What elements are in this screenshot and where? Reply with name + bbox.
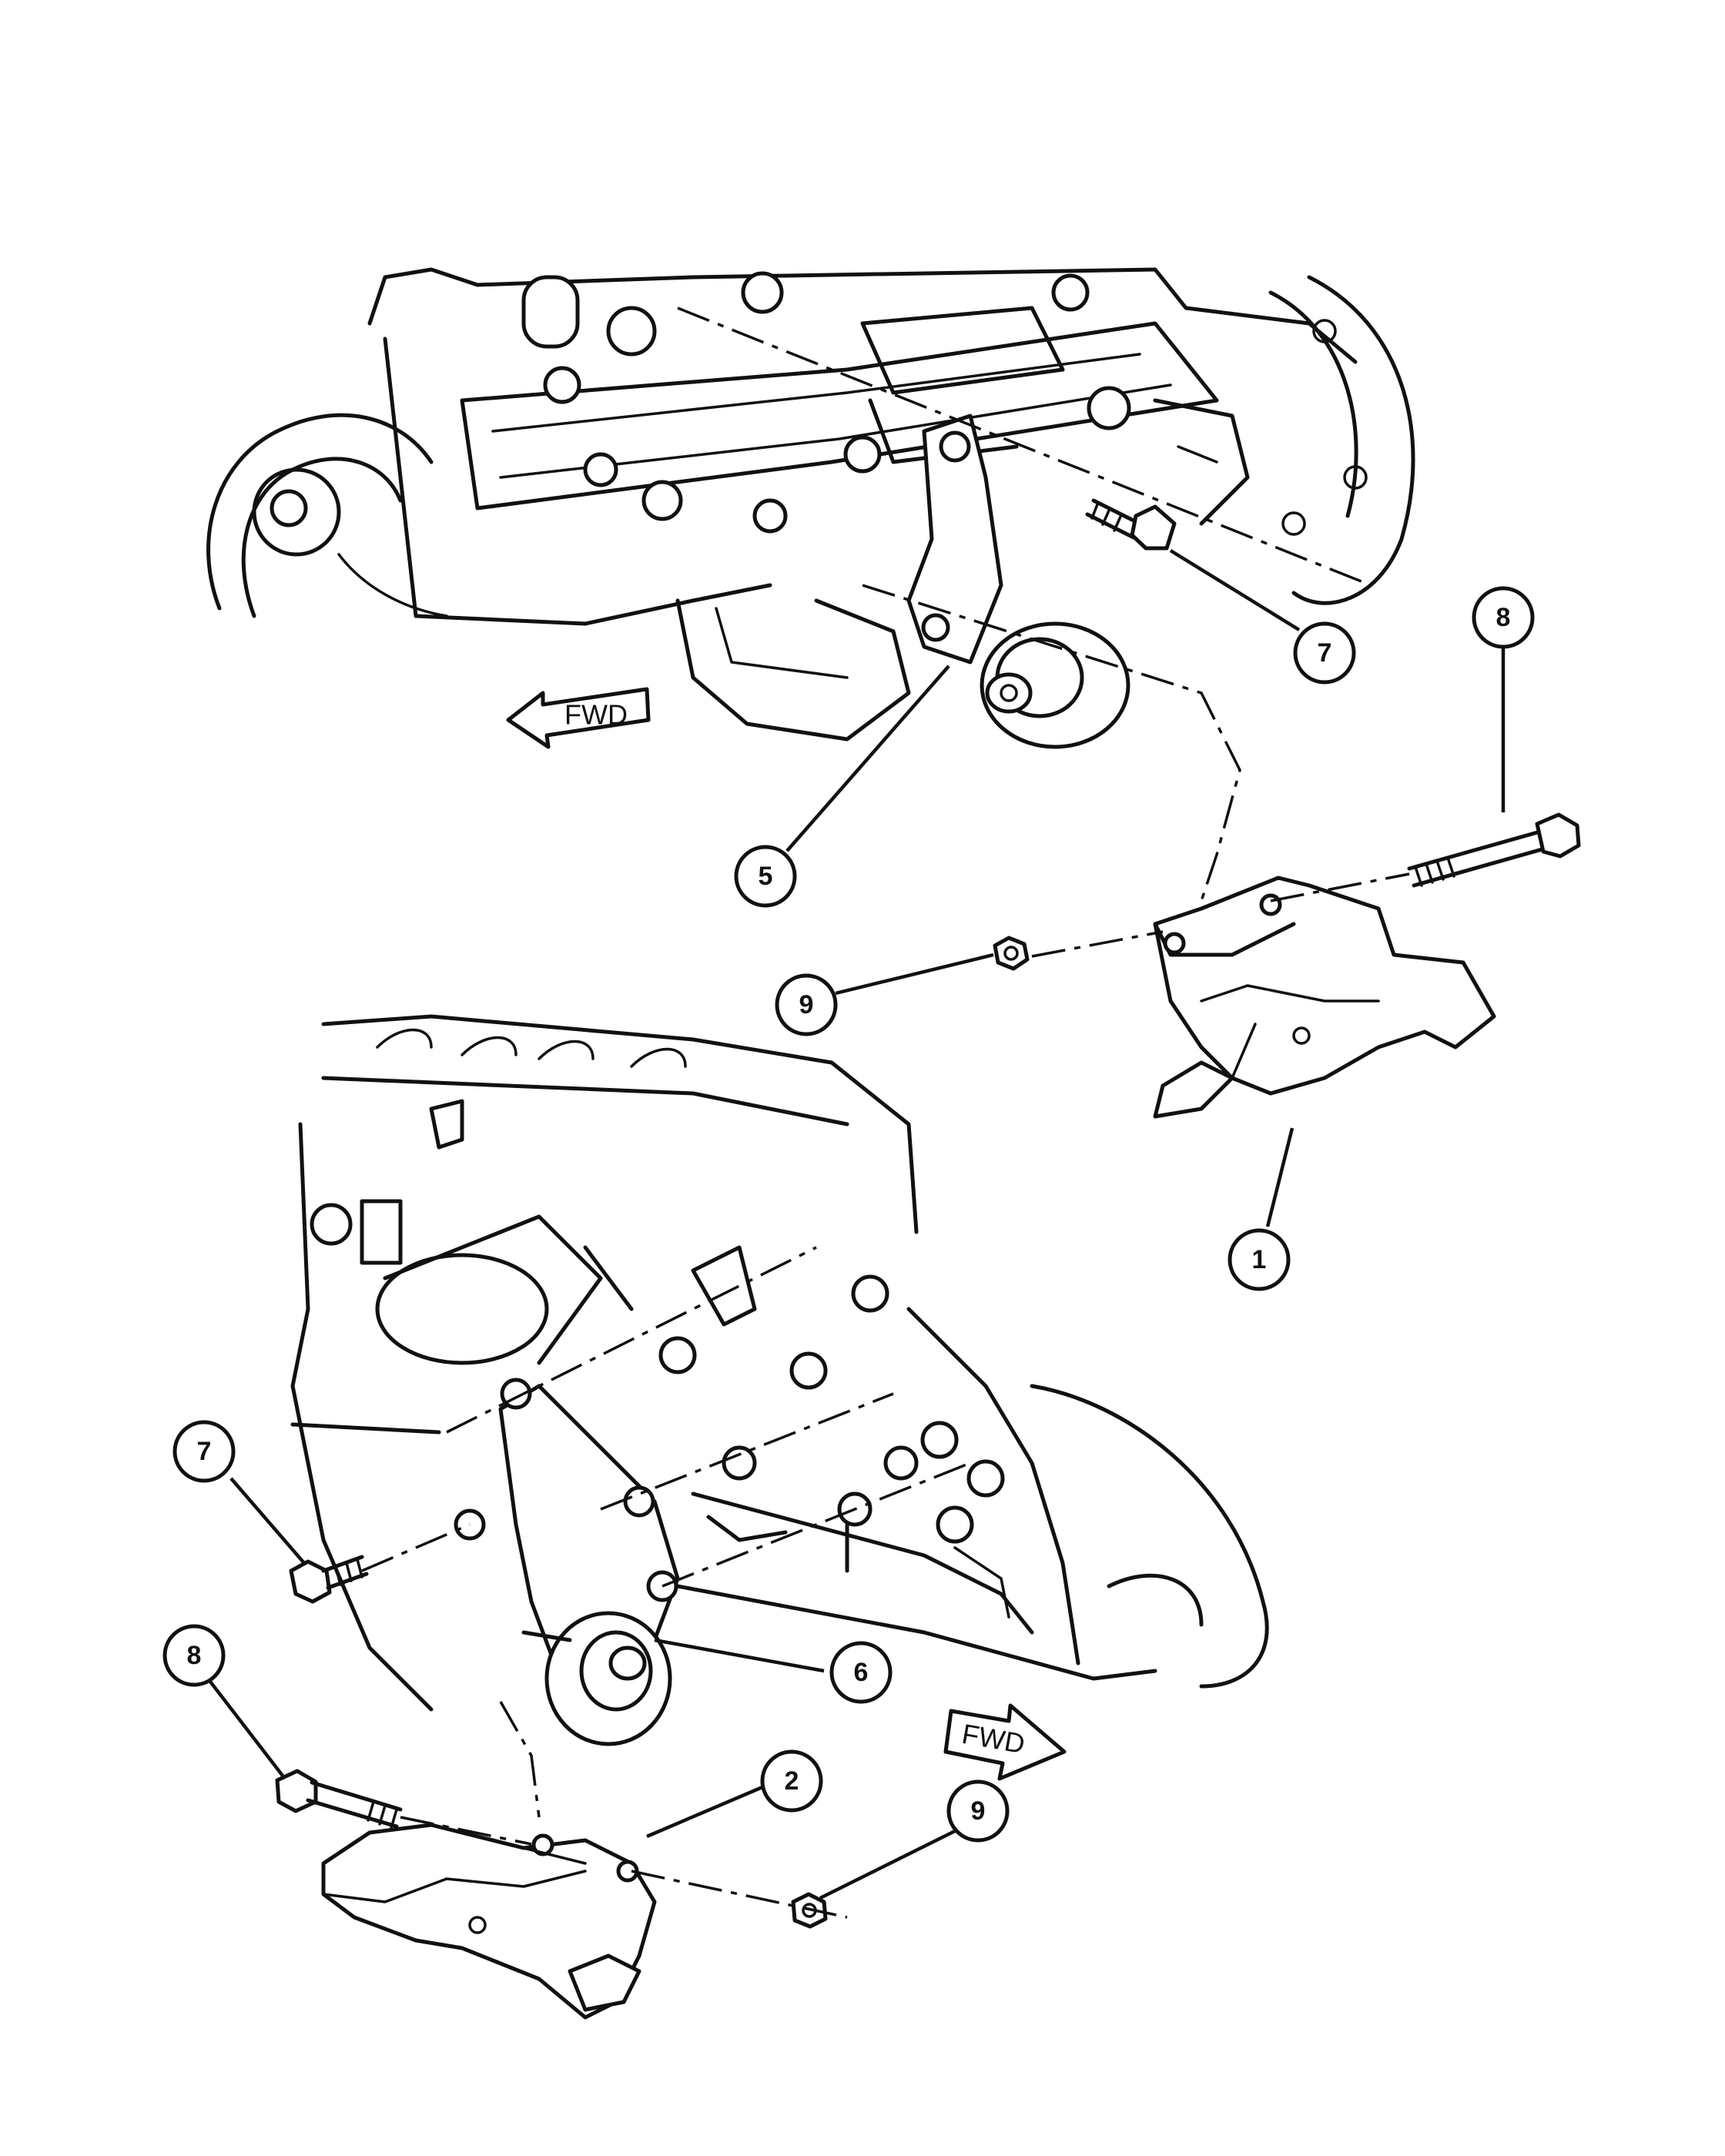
fwd-arrow-lower: FWD	[943, 1703, 1067, 1781]
callout-7-upper-label: 7	[1318, 638, 1332, 668]
lower-mount-bracket	[321, 1823, 657, 2020]
callout-9-lower-label: 9	[971, 1796, 986, 1826]
callout-6: 6	[829, 1641, 893, 1704]
callout-5-label: 5	[759, 862, 773, 891]
callout-7-lower: 7	[172, 1420, 236, 1483]
callout-9-lower: 9	[946, 1779, 1010, 1843]
lower-engine-block	[290, 1014, 1269, 1712]
callout-7-upper: 7	[1293, 621, 1356, 685]
upper-engine-block	[206, 267, 1415, 742]
upper-engine-mount-insulator	[906, 413, 1130, 749]
lower-through-bolt	[275, 1769, 403, 1830]
callout-8-upper-label: 8	[1496, 603, 1511, 632]
lower-engine-mount-insulator	[454, 1378, 680, 1746]
callout-1: 1	[1228, 1228, 1291, 1291]
callout-2-label: 2	[785, 1766, 799, 1796]
upper-mount-nut	[993, 936, 1030, 971]
callout-8-upper: 8	[1472, 586, 1535, 649]
fwd-arrow-upper-label: FWD	[564, 699, 628, 731]
callout-9-upper-label: 9	[799, 990, 814, 1019]
callout-1-label: 1	[1252, 1245, 1267, 1274]
callout-5: 5	[734, 845, 797, 908]
upper-mount-bolt	[1085, 498, 1177, 551]
fwd-arrow-upper: FWD	[506, 687, 651, 749]
callout-8-lower-label: 8	[187, 1641, 202, 1670]
lower-mount-bolt	[289, 1555, 369, 1604]
callout-6-label: 6	[854, 1658, 869, 1687]
callout-9-upper: 9	[775, 973, 838, 1036]
callout-7-lower-label: 7	[197, 1437, 212, 1466]
upper-mount-bracket	[1153, 875, 1496, 1119]
upper-through-bolt	[1407, 812, 1581, 888]
callout-2: 2	[760, 1749, 823, 1813]
callout-8-lower: 8	[162, 1624, 226, 1687]
